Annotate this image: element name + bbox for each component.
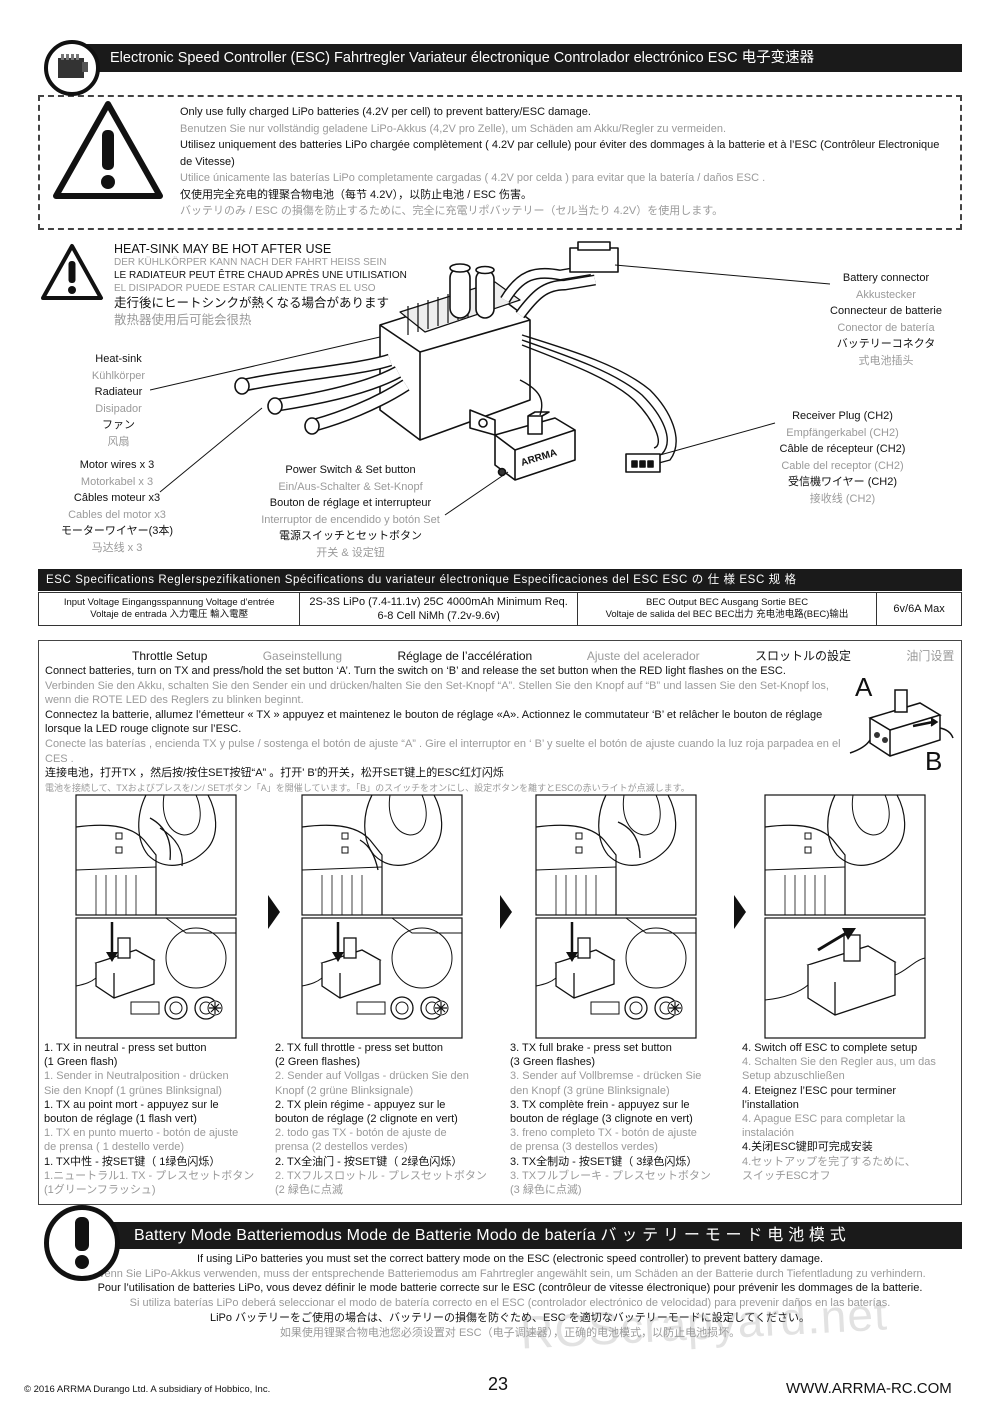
exclamation-icon bbox=[44, 1205, 120, 1281]
warning-line: Only use fully charged LiPo batteries (4… bbox=[180, 106, 591, 118]
heat-line: 散热器使用后可能会很热 bbox=[114, 313, 252, 327]
heat-line: HEAT-SINK MAY BE HOT AFTER USE bbox=[114, 242, 332, 256]
specs-table: Input Voltage Eingangsspannung Voltage d… bbox=[38, 592, 962, 626]
battery-mode-text: If using LiPo batteries you must set the… bbox=[94, 1253, 926, 1339]
warning-line: 仅使用完全充电的锂聚合物电池（每节 4.2V），以防止电池 / ESC 伤害。 bbox=[180, 188, 533, 201]
power-switch-label: Power Switch & Set button Ein/Aus-Schalt… bbox=[261, 464, 440, 559]
receiver-plug-label: Receiver Plug (CH2) Empfängerkabel (CH2)… bbox=[779, 410, 906, 505]
specs-header: ESC Specifications Reglerspezifikationen… bbox=[38, 569, 962, 591]
step-3-text: 3. TX full brake - press set button (3 G… bbox=[510, 1042, 711, 1197]
website-url: WWW.ARRMA-RC.COM bbox=[786, 1380, 952, 1397]
esc-illustration: ARRMA bbox=[150, 241, 831, 516]
warning-line: Utilisez uniquement des batteries LiPo c… bbox=[180, 139, 940, 168]
bec-output-value-cell: 6v/6A Max bbox=[893, 603, 945, 615]
battery-warning-box bbox=[38, 95, 962, 230]
switch-inset-diagram: A B bbox=[845, 668, 955, 778]
battery-connector-label: Battery connector Akkustecker Connecteur… bbox=[830, 272, 942, 367]
step-4-text: 4. Switch off ESC to complete setup 4. S… bbox=[742, 1042, 936, 1182]
heat-line: 走行後にヒートシンクが熱くなる場合があります bbox=[114, 296, 390, 310]
battery-warning-text: Only use fully charged LiPo batteries (4… bbox=[180, 104, 950, 220]
warning-line: Benutzen Sie nur vollständig geladene Li… bbox=[180, 122, 727, 135]
warning-line: バッテリのみ / ESC の損傷を防止するために、完全に充電リポバッテリー（セル… bbox=[180, 205, 724, 217]
throttle-heading: Throttle Setup bbox=[132, 649, 208, 663]
bec-output-label-cell: BEC Output BEC Ausgang Sortie BEC Voltaj… bbox=[578, 593, 878, 625]
section-header: Electronic Speed Controller (ESC) Fahrtr… bbox=[72, 44, 962, 72]
esc-icon bbox=[44, 40, 100, 96]
throttle-heading: Ajuste del acelerador bbox=[586, 649, 700, 663]
throttle-setup-box bbox=[38, 640, 962, 1205]
input-voltage-label-cell: Input Voltage Eingangsspannung Voltage d… bbox=[39, 593, 301, 625]
label-a: A bbox=[855, 672, 873, 702]
throttle-heading: Gaseinstellung bbox=[262, 649, 343, 663]
heat-line: DER KÜHLKÖRPER KANN NACH DER FAHRT HEISS… bbox=[114, 257, 387, 268]
warning-triangle-icon bbox=[52, 100, 164, 205]
throttle-setup-headings: Throttle Setup Gaseinstellung Réglage de… bbox=[132, 647, 1000, 664]
step-2-text: 2. TX full throttle - press set button (… bbox=[275, 1042, 487, 1197]
motor-wires-label: Motor wires x 3 Motorkabel x 3 Câbles mo… bbox=[60, 459, 174, 554]
heat-warning-triangle-icon bbox=[40, 243, 104, 306]
heat-line: EL DISIPADOR PUEDE ESTAR CALIENTE TRAS E… bbox=[114, 283, 376, 294]
throttle-heading: Réglage de l’accélération bbox=[397, 649, 533, 663]
throttle-heading: 油门设置 bbox=[906, 649, 955, 663]
battery-mode-header: Battery Mode Batteriemodus Mode de Batte… bbox=[92, 1222, 962, 1249]
warning-line: Utilice únicamente las baterías LiPo com… bbox=[180, 172, 766, 184]
throttle-heading: スロットルの設定 bbox=[754, 649, 851, 663]
label-b: B bbox=[925, 746, 943, 776]
heat-line: LE RADIATEUR PEUT ÊTRE CHAUD APRÈS UNE U… bbox=[114, 270, 407, 281]
step-1-text: 1. TX in neutral - press set button (1 G… bbox=[44, 1042, 255, 1197]
esc-brand-label: ARRMA bbox=[520, 447, 559, 468]
input-voltage-value-cell: 2S-3S LiPo (7.4-11.1v) 25C 4000mAh Minim… bbox=[300, 593, 578, 625]
heat-sink-label: Heat-sink Kühlkörper Radiateur Disipador… bbox=[91, 353, 146, 448]
copyright: © 2016 ARRMA Durango Ltd. A subsidiary o… bbox=[24, 1384, 271, 1395]
page-number: 23 bbox=[488, 1374, 509, 1394]
heat-warning-text: HEAT-SINK MAY BE HOT AFTER USE DER KÜHLK… bbox=[114, 243, 407, 329]
throttle-intro: Connect batteries, turn on TX and press/… bbox=[45, 665, 841, 793]
